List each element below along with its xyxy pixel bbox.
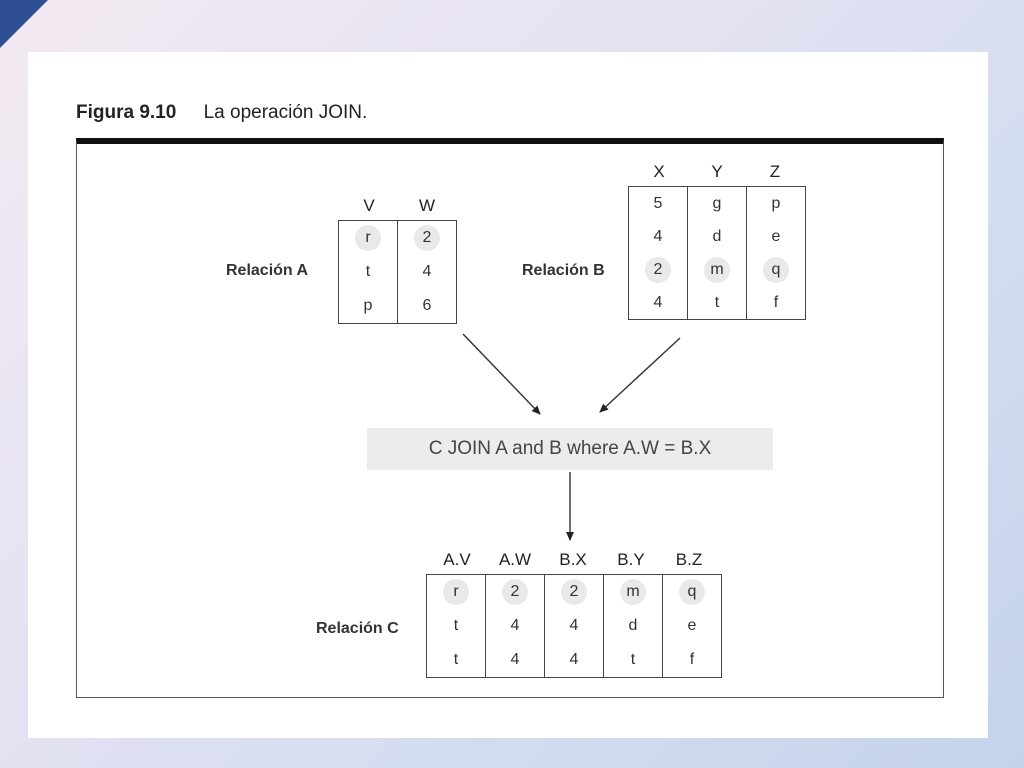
table-row: r 2 <box>339 220 457 256</box>
table-cell: 4 <box>653 227 663 245</box>
table-cell: m <box>687 253 747 286</box>
relation-c-header-av: A.V <box>443 550 471 569</box>
table-row: 4 d e <box>629 220 806 253</box>
table-cell: q <box>662 574 722 609</box>
relation-b-label: Relación B <box>522 262 605 279</box>
table-cell: t <box>453 617 459 634</box>
relation-c-header-aw: A.W <box>498 550 532 569</box>
relation-b-header-y: Y <box>711 162 723 181</box>
table-cell: r <box>339 221 398 256</box>
table-cell: t <box>365 263 371 280</box>
relation-c-label: Relación C <box>316 620 399 637</box>
table-cell: 4 <box>544 609 604 643</box>
table-cell: f <box>746 286 806 320</box>
table-cell: q <box>746 253 806 286</box>
table-cell: 4 <box>653 293 663 311</box>
table-cell: m <box>603 574 663 609</box>
table-cell: 4 <box>485 643 545 678</box>
figure-title: Figura 9.10 La operación JOIN. <box>76 102 367 124</box>
relation-c-header-bz: B.Z <box>675 550 703 569</box>
slide-content: Figura 9.10 La operación JOIN. Relación … <box>28 52 988 738</box>
table-cell: 2 <box>485 574 545 609</box>
table-cell: t <box>603 643 663 678</box>
relation-b-header-x: X <box>653 162 665 181</box>
relation-b-header-z: Z <box>769 162 781 181</box>
table-cell: 4 <box>397 255 457 289</box>
table-cell: 5 <box>653 194 663 212</box>
table-cell: 4 <box>485 609 545 643</box>
table-cell: g <box>687 186 747 220</box>
slide-corner-accent <box>0 0 48 48</box>
table-cell: p <box>746 186 806 220</box>
table-cell: r <box>427 575 486 610</box>
table-cell: e <box>662 609 722 643</box>
table-row: t 4 4 t f <box>427 643 722 678</box>
table-row: 4 t f <box>629 286 806 320</box>
table-cell: 6 <box>397 289 457 324</box>
figure-frame <box>76 138 944 698</box>
table-cell: 2 <box>544 574 604 609</box>
join-operation-box: C JOIN A and B where A.W = B.X <box>367 428 773 470</box>
table-cell: f <box>662 643 722 678</box>
relation-a-header-v: V <box>363 196 375 215</box>
relation-c-table: r 2 2 m q t 4 4 d e t 4 4 t f <box>426 574 722 678</box>
table-cell: 4 <box>544 643 604 678</box>
relation-c-header-by: B.Y <box>617 550 645 569</box>
relation-a-table: r 2 t 4 p 6 <box>338 220 457 324</box>
table-cell: d <box>603 609 663 643</box>
table-row: t 4 <box>339 255 457 289</box>
table-cell: t <box>687 286 747 320</box>
table-cell: e <box>746 220 806 253</box>
figure-caption: La operación JOIN. <box>203 102 368 123</box>
relation-b-table: 5 g p 4 d e 2 m q 4 t f <box>628 186 806 320</box>
table-row: p 6 <box>339 289 457 324</box>
table-cell: 2 <box>397 220 457 255</box>
table-cell: p <box>363 297 373 314</box>
relation-c-header-bx: B.X <box>559 550 587 569</box>
table-cell: d <box>687 220 747 253</box>
table-cell: t <box>453 651 459 668</box>
table-cell: 2 <box>629 253 688 286</box>
relation-a-label: Relación A <box>226 262 309 279</box>
table-row: 2 m q <box>629 253 806 286</box>
figure-label: Figura 9.10 <box>76 102 177 123</box>
relation-a-header-w: W <box>418 196 436 215</box>
table-row: 5 g p <box>629 186 806 220</box>
table-row: t 4 4 d e <box>427 609 722 643</box>
table-row: r 2 2 m q <box>427 574 722 610</box>
